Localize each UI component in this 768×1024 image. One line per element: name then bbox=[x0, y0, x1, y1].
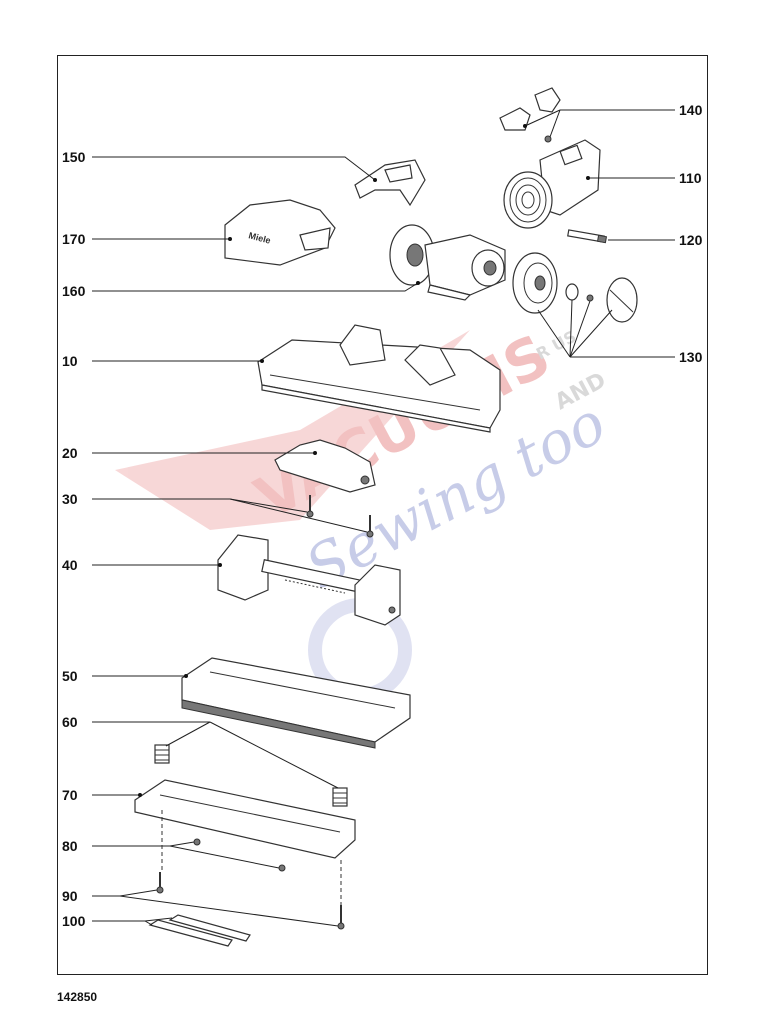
part-140-leader bbox=[523, 109, 675, 138]
part-140-drawing bbox=[499, 87, 561, 143]
part-20-leader bbox=[92, 451, 317, 455]
part-110-drawing bbox=[503, 139, 601, 229]
label-20: 20 bbox=[62, 445, 78, 461]
label-130: 130 bbox=[679, 349, 703, 365]
document-number: 142850 bbox=[57, 990, 98, 1004]
part-130-drawing bbox=[512, 252, 638, 323]
label-40: 40 bbox=[62, 557, 78, 573]
part-40-drawing bbox=[217, 534, 401, 626]
watermark-swoosh bbox=[115, 330, 470, 530]
label-80: 80 bbox=[62, 838, 78, 854]
part-100-leader bbox=[92, 917, 173, 926]
label-10: 10 bbox=[62, 353, 78, 369]
part-80-leader bbox=[92, 841, 280, 869]
part-30-leader bbox=[92, 498, 368, 533]
part-170-leader bbox=[92, 237, 232, 241]
label-90: 90 bbox=[62, 888, 78, 904]
label-150: 150 bbox=[62, 149, 86, 165]
part-70-leader bbox=[92, 793, 142, 797]
part-50-leader bbox=[92, 674, 188, 678]
part-150-drawing bbox=[354, 159, 426, 207]
label-30: 30 bbox=[62, 491, 78, 507]
part-160-drawing bbox=[389, 224, 506, 301]
label-140: 140 bbox=[679, 102, 703, 118]
part-90-leader bbox=[92, 889, 339, 927]
part-60-drawing bbox=[154, 744, 348, 807]
part-40-leader bbox=[92, 563, 222, 567]
label-50: 50 bbox=[62, 668, 78, 684]
label-160: 160 bbox=[62, 283, 86, 299]
part-10-drawing bbox=[257, 324, 501, 433]
part-30-drawing bbox=[306, 495, 374, 538]
part-130-leader bbox=[537, 299, 675, 358]
label-60: 60 bbox=[62, 714, 78, 730]
label-170: 170 bbox=[62, 231, 86, 247]
part-100-drawing bbox=[148, 914, 251, 947]
part-170-drawing: Miele bbox=[224, 199, 336, 266]
part-10-leader bbox=[92, 359, 264, 363]
part-150-leader bbox=[92, 156, 377, 182]
watermark-line2a: R US bbox=[533, 327, 579, 364]
part-160-leader bbox=[92, 281, 420, 292]
part-120-drawing bbox=[567, 229, 608, 244]
label-70: 70 bbox=[62, 787, 78, 803]
part-90-drawing bbox=[156, 810, 345, 930]
diagram-frame bbox=[57, 55, 708, 975]
part-50-drawing bbox=[181, 657, 411, 749]
part-70-drawing bbox=[134, 779, 356, 859]
label-120: 120 bbox=[679, 232, 703, 248]
part-60-leader bbox=[92, 721, 339, 789]
part-110-leader bbox=[586, 176, 675, 180]
label-110: 110 bbox=[679, 170, 702, 186]
label-100: 100 bbox=[62, 913, 86, 929]
